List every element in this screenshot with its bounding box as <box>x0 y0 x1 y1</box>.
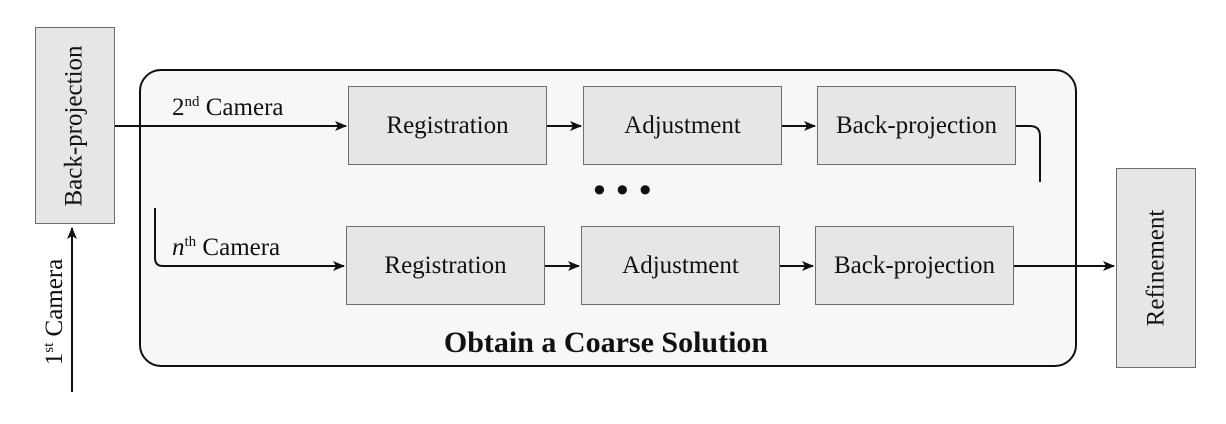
second-camera-number: 2 <box>172 94 185 121</box>
second-camera-text: Camera <box>199 94 284 121</box>
initial-back-projection-box: Back-projection <box>35 27 115 224</box>
row1-output-line <box>1016 125 1041 182</box>
row2-back-projection-box: Back-projection <box>815 226 1014 305</box>
second-camera-label: 2nd Camera <box>172 94 283 122</box>
second-camera-ordinal: nd <box>184 94 200 110</box>
refinement-box: Refinement <box>1116 168 1196 368</box>
to-row2-registration-arrow <box>154 208 345 271</box>
nth-camera-letter: n <box>172 234 185 261</box>
nth-camera-ordinal: th <box>184 234 197 250</box>
row1-back-projection-label: Back-projection <box>835 111 998 139</box>
row1-back-projection-box: Back-projection <box>817 86 1016 165</box>
nth-camera-text: Camera <box>196 234 281 261</box>
coarse-solution-title: Obtain a Coarse Solution <box>443 326 769 359</box>
row2-registration-box: Registration <box>346 226 545 305</box>
row1-adjustment-label: Adjustment <box>624 111 741 139</box>
nth-camera-label: nth Camera <box>172 234 280 262</box>
ellipsis-dots: ••• <box>590 172 659 210</box>
row2-adjustment-box: Adjustment <box>581 226 780 305</box>
row2-back-projection-label: Back-projection <box>833 251 996 279</box>
row1-registration-label: Registration <box>386 111 509 139</box>
row1-registration-box: Registration <box>348 86 547 165</box>
row1-adjustment-box: Adjustment <box>583 86 782 165</box>
row2-registration-label: Registration <box>384 251 507 279</box>
row2-adjustment-label: Adjustment <box>622 251 739 279</box>
